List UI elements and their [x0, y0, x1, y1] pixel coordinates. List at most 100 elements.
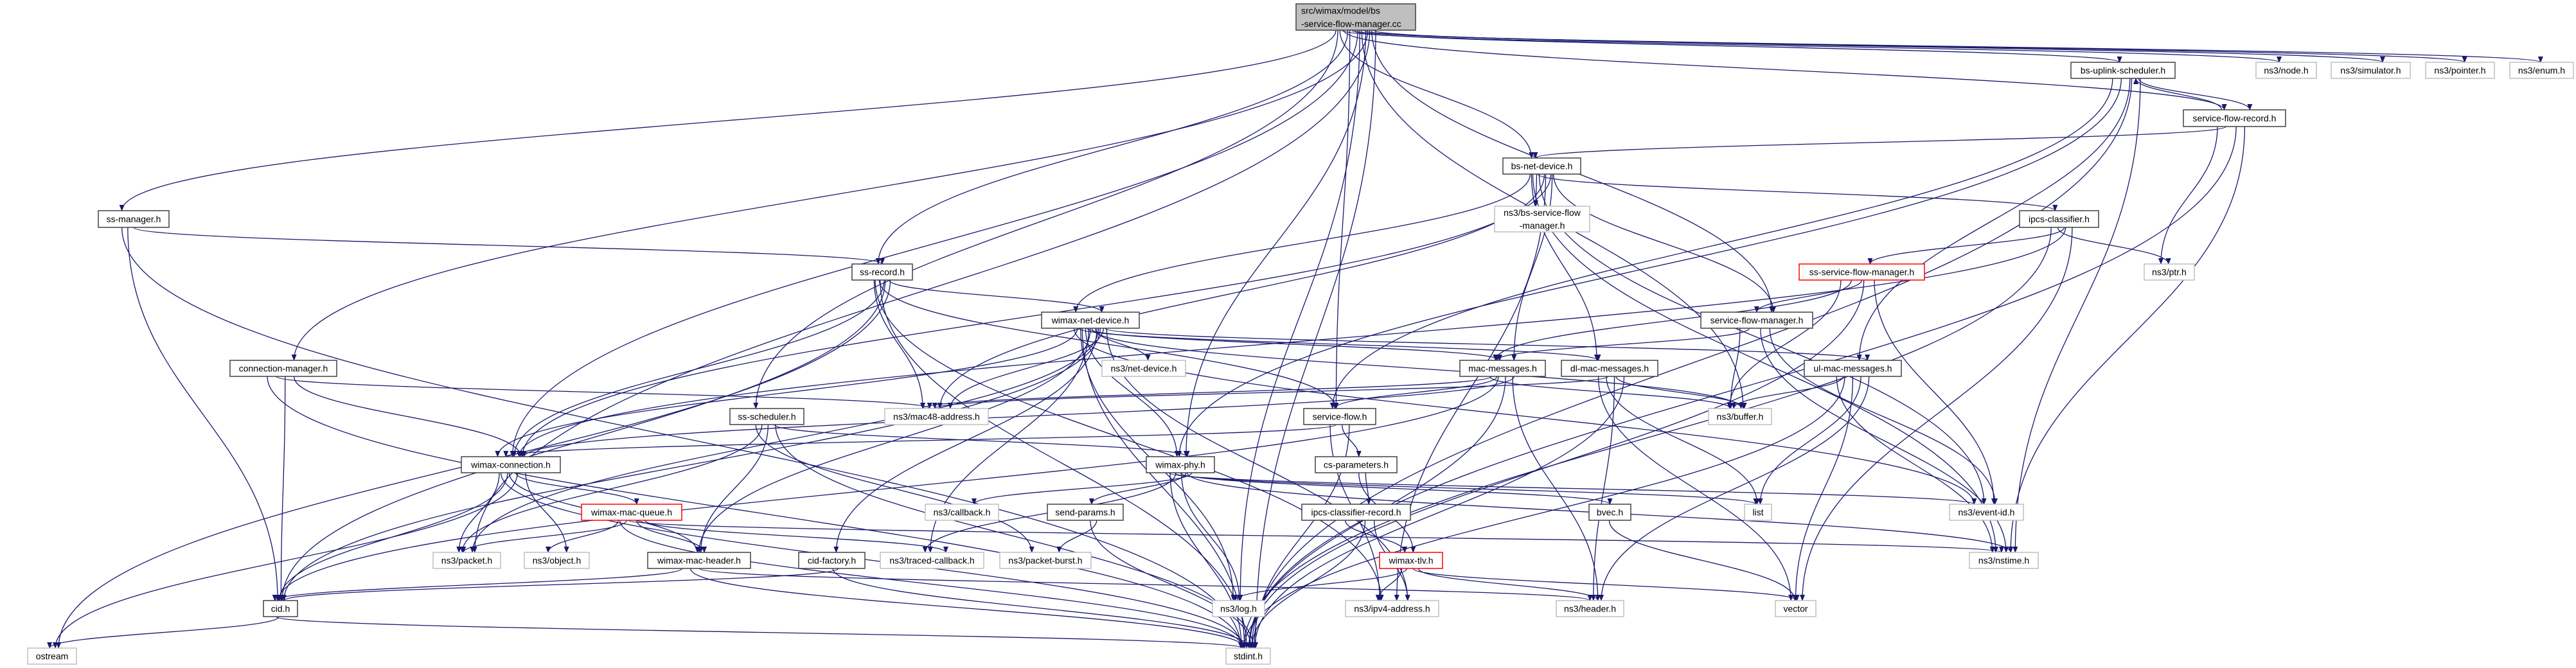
- edge-cm-to-stdint: [267, 376, 1245, 649]
- node-pkt[interactable]: ns3/packet.h: [432, 552, 501, 569]
- node-sfmgr[interactable]: service-flow-manager.h: [1700, 312, 1813, 329]
- edge-icr-to-wtlv: [1344, 520, 1408, 553]
- edge-ssr-to-wc: [511, 279, 885, 457]
- edge-phy-to-eid: [1168, 472, 1976, 505]
- node-box: [2331, 62, 2411, 79]
- node-vec[interactable]: vector: [1775, 600, 1817, 617]
- node-ulm[interactable]: ul-mac-messages.h: [1804, 360, 1902, 377]
- node-label: ns3/traced-callback.h: [889, 556, 974, 566]
- node-nst[interactable]: ns3/nstime.h: [1969, 552, 2039, 569]
- node-label: ss-record.h: [860, 267, 905, 277]
- edge-dlm-to-mac48: [932, 376, 1609, 409]
- node-box: [1799, 263, 1925, 281]
- node-cidf[interactable]: cid-factory.h: [798, 552, 866, 569]
- node-phy[interactable]: wimax-phy.h: [1146, 456, 1215, 473]
- node-sss[interactable]: ss-scheduler.h: [729, 408, 804, 425]
- edge-macm-to-buf: [1489, 376, 1734, 409]
- node-box: [263, 600, 298, 617]
- node-csp[interactable]: cs-parameters.h: [1315, 456, 1398, 473]
- node-sp[interactable]: send-params.h: [1047, 504, 1124, 521]
- node-stdint[interactable]: stdint.h: [1225, 647, 1271, 665]
- edge-bsnd-to-macm: [1511, 173, 1553, 361]
- node-label: -service-flow-manager.cc: [1301, 19, 1401, 29]
- node-wnd[interactable]: wimax-net-device.h: [1041, 312, 1140, 329]
- node-hdr[interactable]: ns3/header.h: [1556, 600, 1624, 617]
- edge-sssfm-to-sfmgr: [1754, 279, 1863, 313]
- node-label: ns3/bs-service-flow: [1504, 207, 1581, 218]
- node-ipcs[interactable]: ipcs-classifier.h: [2019, 210, 2099, 228]
- node-label: cid.h: [271, 604, 290, 614]
- edge-wc-to-ostream: [53, 472, 518, 649]
- node-enum[interactable]: ns3/enum.h: [2509, 62, 2574, 79]
- edge-sp-to-stdint: [1090, 520, 1254, 649]
- node-cb[interactable]: ns3/callback.h: [925, 504, 999, 521]
- edge-sss-to-pb: [755, 424, 1035, 553]
- node-ssr[interactable]: ss-record.h: [851, 263, 913, 281]
- node-label: cs-parameters.h: [1324, 460, 1389, 470]
- edge-wtlv-to-vec: [1412, 568, 1800, 601]
- node-bvec[interactable]: bvec.h: [1588, 504, 1631, 521]
- edge-ssm-to-cid: [127, 227, 281, 601]
- node-wmh[interactable]: wimax-mac-header.h: [647, 552, 751, 569]
- node-log[interactable]: ns3/log.h: [1212, 600, 1265, 617]
- node-wc[interactable]: wimax-connection.h: [461, 456, 561, 473]
- node-cm[interactable]: connection-manager.h: [229, 360, 337, 377]
- edge-wc-to-stdint: [500, 472, 1247, 649]
- edge-ulm-to-stdint: [1241, 376, 1845, 649]
- node-sssfm[interactable]: ss-service-flow-manager.h: [1799, 263, 1925, 281]
- node-bsus[interactable]: bs-uplink-scheduler.h: [2070, 62, 2176, 79]
- node-sf[interactable]: service-flow.h: [1303, 408, 1376, 425]
- node-label: ns3/enum.h: [2518, 66, 2565, 76]
- edge-ssr-to-stdint: [880, 279, 1250, 649]
- node-ssm[interactable]: ss-manager.h: [98, 210, 170, 228]
- edge-bsnd-to-wnd: [1073, 173, 1531, 313]
- edge-phy-to-list: [1174, 472, 1759, 505]
- edge-sfmgr-to-buf: [1728, 328, 1741, 409]
- node-node[interactable]: ns3/node.h: [2255, 62, 2317, 79]
- node-sim[interactable]: ns3/simulator.h: [2331, 62, 2411, 79]
- node-bsnd[interactable]: bs-net-device.h: [1502, 157, 1581, 175]
- edge-root-to-sf: [1333, 30, 1351, 409]
- edge-sfmgr-to-macm: [1494, 328, 1750, 361]
- edge-bsnd-to-mac48: [937, 173, 1545, 409]
- node-mac48[interactable]: ns3/mac48-address.h: [884, 408, 989, 425]
- node-cid[interactable]: cid.h: [263, 600, 298, 617]
- node-tcb[interactable]: ns3/traced-callback.h: [880, 552, 984, 569]
- edge-macm-to-mac48: [920, 376, 1492, 409]
- edge-wnd-to-wmh: [697, 328, 1091, 553]
- node-netdev[interactable]: ns3/net-device.h: [1101, 360, 1186, 377]
- node-ipv4[interactable]: ns3/ipv4-address.h: [1345, 600, 1439, 617]
- node-list[interactable]: list: [1744, 504, 1772, 521]
- edge-ulm-to-buf: [1731, 376, 1844, 409]
- node-wmq[interactable]: wimax-mac-queue.h: [581, 504, 682, 521]
- edge-wnd-to-dlm: [1078, 328, 1601, 361]
- edge-ipcs-to-wc: [516, 227, 2066, 457]
- node-buf[interactable]: ns3/buffer.h: [1708, 408, 1772, 425]
- node-icr[interactable]: ipcs-classifier-record.h: [1301, 504, 1411, 521]
- node-ptr[interactable]: ns3/ptr.h: [2144, 263, 2195, 281]
- edge-root-to-cm: [291, 30, 1369, 361]
- node-wtlv[interactable]: wimax-tlv.h: [1379, 552, 1443, 569]
- edge-wc-to-obj: [525, 472, 569, 553]
- node-box: [1146, 456, 1215, 473]
- edge-ulm-to-list: [1757, 376, 1861, 505]
- node-sfr[interactable]: service-flow-record.h: [2183, 109, 2286, 127]
- node-macm[interactable]: mac-messages.h: [1459, 360, 1546, 377]
- node-bssfm[interactable]: ns3/bs-service-flow-manager.h: [1494, 206, 1590, 233]
- node-dlm[interactable]: dl-mac-messages.h: [1561, 360, 1658, 377]
- node-box: [2509, 62, 2574, 79]
- edge-wnd-to-stdint: [1081, 328, 1247, 649]
- node-pb[interactable]: ns3/packet-burst.h: [999, 552, 1092, 569]
- node-obj[interactable]: ns3/object.h: [524, 552, 590, 569]
- edge-phy-to-sp: [1088, 472, 1187, 505]
- edge-root-to-pkt: [472, 30, 1371, 553]
- node-box: [1700, 312, 1813, 329]
- node-label: wimax-phy.h: [1155, 460, 1205, 470]
- node-eid[interactable]: ns3/event-id.h: [1949, 504, 2024, 521]
- node-ostream[interactable]: ostream: [27, 647, 77, 665]
- node-label: ns3/log.h: [1220, 604, 1257, 614]
- edge-phy-to-stdint: [1169, 472, 1245, 649]
- edge-sfr-to-stdint: [1246, 126, 2237, 649]
- node-pointer[interactable]: ns3/pointer.h: [2425, 62, 2495, 79]
- node-root[interactable]: src/wimax/model/bs-service-flow-manager.…: [1295, 3, 1416, 31]
